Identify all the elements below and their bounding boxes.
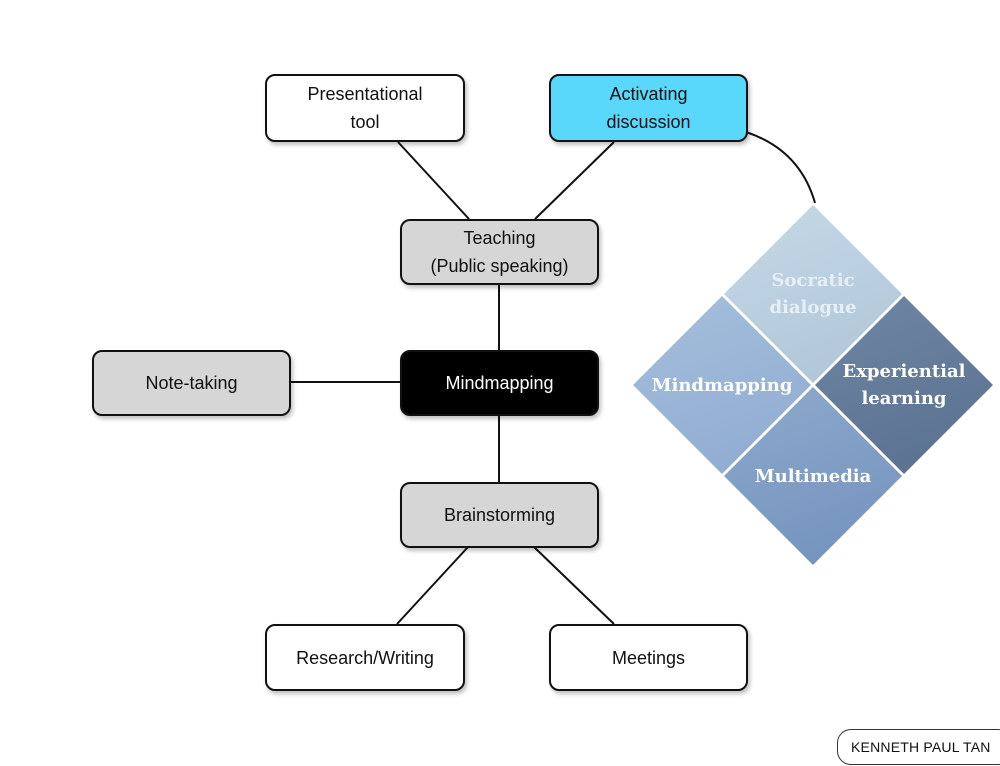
edge-brainstorming-meetings	[533, 546, 615, 625]
edge-activating-teaching	[534, 141, 615, 220]
node-brainstorming: Brainstorming	[400, 482, 599, 548]
node-research-writing: Research/Writing	[265, 624, 465, 691]
edge-presentational-teaching	[397, 141, 470, 220]
node-meetings: Meetings	[549, 624, 748, 691]
node-teaching: Teaching (Public speaking)	[400, 219, 599, 285]
pedagogy-diamond: Socratic dialogue Mindmapping Experienti…	[633, 205, 993, 565]
edge-activating-diamond	[745, 131, 816, 204]
node-note-taking: Note-taking	[92, 350, 291, 416]
node-presentational-tool: Presentational tool	[265, 74, 465, 142]
node-activating-discussion: Activating discussion	[549, 74, 748, 142]
node-mindmapping-center: Mindmapping	[400, 350, 599, 416]
author-credit: KENNETH PAUL TAN	[837, 729, 1000, 765]
edge-brainstorming-research	[396, 546, 469, 625]
